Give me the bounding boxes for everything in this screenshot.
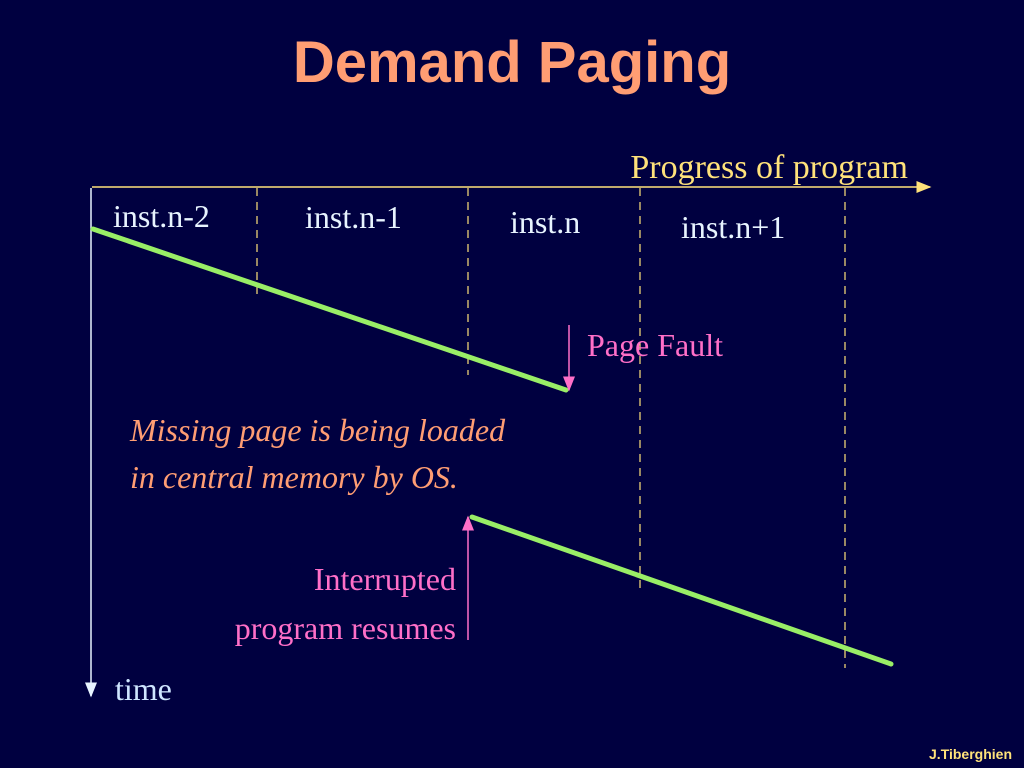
resume-label-line-1: Interrupted <box>314 561 456 597</box>
time-axis-label: time <box>115 671 172 707</box>
loading-note-line-1: Missing page is being loaded <box>129 412 506 448</box>
instruction-label: inst.n <box>510 204 580 240</box>
page-fault-label: Page Fault <box>587 327 723 363</box>
instruction-label: inst.n-2 <box>113 198 210 234</box>
resume-label-line-2: program resumes <box>235 610 456 646</box>
instruction-label: inst.n+1 <box>681 209 785 245</box>
execution-line-after-resume <box>469 514 894 667</box>
execution-line-before-fault <box>90 226 569 393</box>
author-footer: J.Tiberghien <box>929 746 1012 762</box>
loading-note-line-2: in central memory by OS. <box>130 459 458 495</box>
slide-title: Demand Paging <box>292 30 732 95</box>
instruction-label: inst.n-1 <box>305 199 402 235</box>
progress-axis-label: Progress of program <box>630 149 908 186</box>
